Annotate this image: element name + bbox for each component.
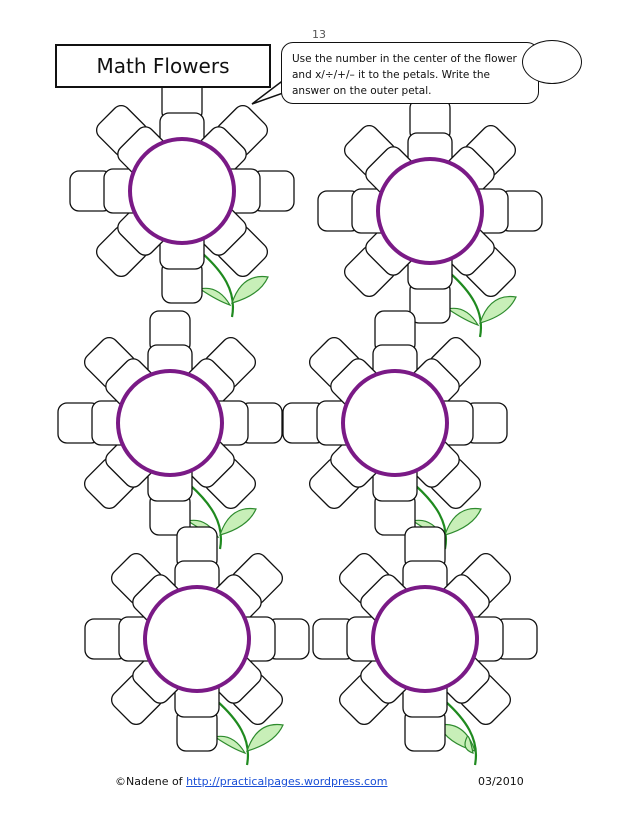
instructions-line-1: Use the number in the center of the flow… (292, 53, 517, 65)
leaf-icon (198, 287, 232, 307)
leaf-icon (231, 275, 269, 304)
footer-credit: ©Nadene of http://practicalpages.wordpre… (115, 775, 388, 788)
flower-3 (57, 310, 283, 550)
worksheet-title: Math Flowers (96, 54, 230, 78)
flower-center[interactable] (143, 585, 251, 693)
instructions-line-3: answer on the outer petal. (292, 85, 432, 97)
flower-5 (84, 526, 310, 766)
instructions-line-2: and x/÷/+/– it to the petals. Write the (292, 69, 490, 81)
flower-6 (312, 526, 538, 766)
stem (216, 700, 250, 766)
footer-credit-text: ©Nadene of (115, 775, 187, 788)
stem (414, 484, 448, 550)
footer-link[interactable]: http://practicalpages.wordpress.com (186, 775, 388, 788)
stem (189, 484, 223, 550)
stem (449, 272, 483, 338)
flower-1 (69, 78, 295, 318)
flower-center[interactable] (371, 585, 479, 693)
stem (201, 252, 235, 318)
flower-center[interactable] (341, 369, 449, 477)
answer-oval[interactable] (522, 40, 582, 84)
flower-center[interactable] (116, 369, 224, 477)
leaf-icon (444, 507, 482, 536)
flower-center[interactable] (128, 137, 236, 245)
leaf-icon (219, 507, 257, 536)
flowers-layer (57, 78, 543, 766)
title-box: Math Flowers (55, 44, 271, 88)
instructions-speech-bubble: Use the number in the center of the flow… (281, 42, 539, 104)
stem (444, 700, 478, 766)
leaf-icon (464, 735, 474, 754)
flower-2 (317, 98, 543, 338)
flower-4 (282, 310, 508, 550)
leaf-icon (446, 307, 480, 327)
page-number: 13 (312, 28, 326, 41)
leaf-icon (246, 723, 284, 752)
leaf-icon (213, 735, 247, 755)
flower-center[interactable] (376, 157, 484, 265)
leaf-icon (479, 295, 517, 324)
footer-date: 03/2010 (478, 775, 524, 788)
